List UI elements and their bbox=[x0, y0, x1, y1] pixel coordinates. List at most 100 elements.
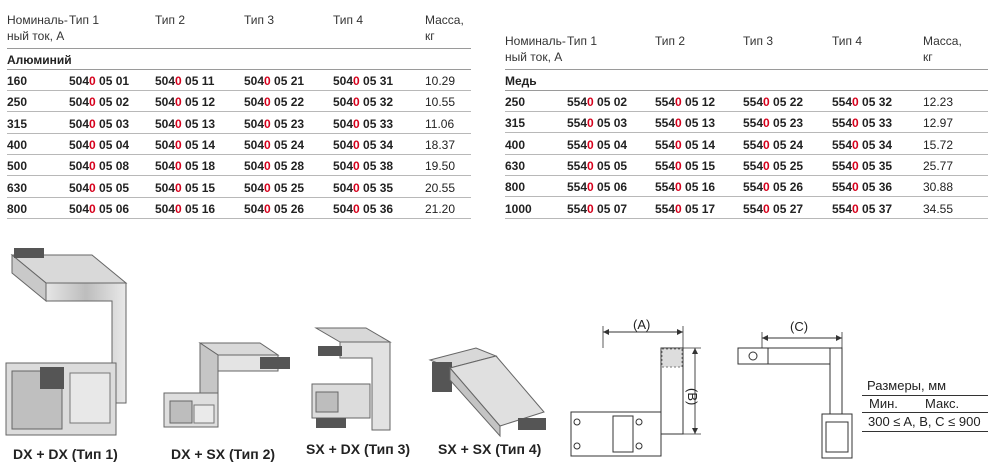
article-part: 05 22 bbox=[769, 95, 804, 109]
cell-article-t1: 5040 05 06 bbox=[69, 202, 129, 216]
cell-current: 250 bbox=[505, 95, 526, 109]
cell-article-t1: 5040 05 05 bbox=[69, 181, 129, 195]
cell-article-t2: 5040 05 13 bbox=[155, 117, 215, 131]
article-part: 554 bbox=[567, 201, 588, 216]
cell-article-t2: 5040 05 18 bbox=[155, 159, 215, 173]
article-red-digit: 0 bbox=[353, 137, 360, 152]
article-part: 504 bbox=[244, 180, 265, 195]
cell-article-t3: 5040 05 25 bbox=[244, 181, 304, 195]
article-red-digit: 0 bbox=[175, 137, 182, 152]
article-part: 554 bbox=[832, 95, 853, 109]
section-divider bbox=[505, 90, 988, 91]
article-part: 05 16 bbox=[181, 201, 216, 216]
cell-mass: 12.23 bbox=[923, 95, 954, 109]
article-red-digit: 0 bbox=[852, 95, 859, 109]
aluminium-table: Номиналь- ный ток, А Тип 1 Тип 2 Тип 3 Т… bbox=[7, 0, 471, 225]
article-part: 554 bbox=[743, 201, 764, 216]
cell-current: 630 bbox=[505, 158, 526, 173]
cell-current: 400 bbox=[505, 137, 526, 152]
article-part: 504 bbox=[244, 137, 265, 152]
article-part: 554 bbox=[743, 180, 764, 195]
article-part: 05 04 bbox=[593, 137, 628, 152]
article-part: 554 bbox=[832, 158, 853, 173]
article-part: 504 bbox=[155, 137, 176, 152]
article-part: 05 08 bbox=[95, 159, 130, 174]
cell-mass: 11.06 bbox=[425, 116, 455, 131]
cell-article-t4: 5040 05 31 bbox=[333, 74, 393, 88]
cell-article-t2: 5540 05 16 bbox=[655, 180, 715, 194]
article-part: 05 33 bbox=[858, 116, 893, 131]
dimensions-bottom-divider bbox=[862, 431, 988, 432]
article-part: 05 38 bbox=[359, 159, 394, 174]
article-red-digit: 0 bbox=[587, 180, 594, 195]
cell-article-t3: 5540 05 22 bbox=[743, 95, 803, 109]
figure-label-type3: SX + DX (Тип 3) bbox=[306, 441, 411, 457]
article-part: 05 26 bbox=[769, 180, 804, 195]
article-red-digit: 0 bbox=[175, 74, 182, 88]
article-part: 05 16 bbox=[681, 180, 716, 195]
header-type1: Тип 1 bbox=[567, 34, 598, 48]
article-red-digit: 0 bbox=[675, 116, 682, 131]
article-red-digit: 0 bbox=[264, 159, 271, 174]
article-red-digit: 0 bbox=[852, 158, 859, 173]
article-part: 05 37 bbox=[858, 201, 893, 216]
article-part: 504 bbox=[244, 95, 265, 110]
article-part: 05 18 bbox=[181, 159, 216, 174]
article-part: 504 bbox=[155, 95, 176, 110]
cell-article-t1: 5540 05 03 bbox=[567, 116, 627, 130]
article-part: 05 35 bbox=[858, 158, 893, 173]
article-part: 554 bbox=[832, 201, 853, 216]
cell-article-t3: 5540 05 24 bbox=[743, 138, 803, 152]
article-part: 504 bbox=[155, 116, 176, 131]
section-label: Алюминий bbox=[7, 53, 72, 67]
header-type2: Тип 2 bbox=[655, 34, 686, 48]
article-red-digit: 0 bbox=[763, 95, 770, 109]
article-red-digit: 0 bbox=[175, 201, 182, 216]
article-red-digit: 0 bbox=[353, 159, 360, 174]
article-part: 05 26 bbox=[270, 201, 305, 216]
article-red-digit: 0 bbox=[264, 201, 271, 216]
dimensions-min-header: Мин. bbox=[869, 396, 898, 411]
article-part: 504 bbox=[69, 137, 90, 152]
article-part: 05 03 bbox=[95, 116, 130, 131]
dimensions-title-divider bbox=[862, 395, 988, 396]
article-red-digit: 0 bbox=[763, 180, 770, 195]
article-red-digit: 0 bbox=[763, 201, 770, 216]
cell-article-t1: 5540 05 02 bbox=[567, 95, 627, 109]
article-part: 554 bbox=[567, 137, 588, 152]
busway-elbow-type3-illustration bbox=[311, 327, 392, 431]
article-part: 05 21 bbox=[270, 74, 305, 88]
article-red-digit: 0 bbox=[763, 137, 770, 152]
header-mass-2: кг bbox=[923, 50, 933, 64]
article-part: 05 06 bbox=[593, 180, 628, 195]
article-red-digit: 0 bbox=[675, 158, 682, 173]
cell-article-t1: 5040 05 08 bbox=[69, 159, 129, 173]
cell-mass: 34.55 bbox=[923, 201, 954, 216]
article-red-digit: 0 bbox=[89, 159, 96, 174]
cell-current: 160 bbox=[7, 74, 28, 88]
article-part: 554 bbox=[655, 95, 676, 109]
article-part: 05 12 bbox=[181, 95, 216, 110]
article-red-digit: 0 bbox=[587, 116, 594, 131]
cell-article-t2: 5040 05 11 bbox=[155, 74, 214, 88]
article-part: 504 bbox=[244, 201, 265, 216]
article-red-digit: 0 bbox=[89, 116, 96, 131]
article-part: 554 bbox=[743, 116, 764, 131]
dimensions-range: 300 ≤ A, B, C ≤ 900 bbox=[868, 414, 981, 429]
cell-current: 250 bbox=[7, 95, 28, 110]
article-part: 05 34 bbox=[359, 137, 394, 152]
article-red-digit: 0 bbox=[852, 116, 859, 131]
article-part: 554 bbox=[832, 116, 853, 131]
article-part: 05 31 bbox=[359, 74, 394, 88]
article-red-digit: 0 bbox=[353, 74, 360, 88]
article-red-digit: 0 bbox=[175, 159, 182, 174]
header-divider bbox=[505, 69, 988, 70]
cell-article-t3: 5540 05 26 bbox=[743, 180, 803, 194]
cell-article-t4: 5540 05 36 bbox=[832, 180, 892, 194]
cell-article-t1: 5040 05 01 bbox=[69, 74, 129, 88]
cell-article-t4: 5540 05 33 bbox=[832, 116, 892, 130]
